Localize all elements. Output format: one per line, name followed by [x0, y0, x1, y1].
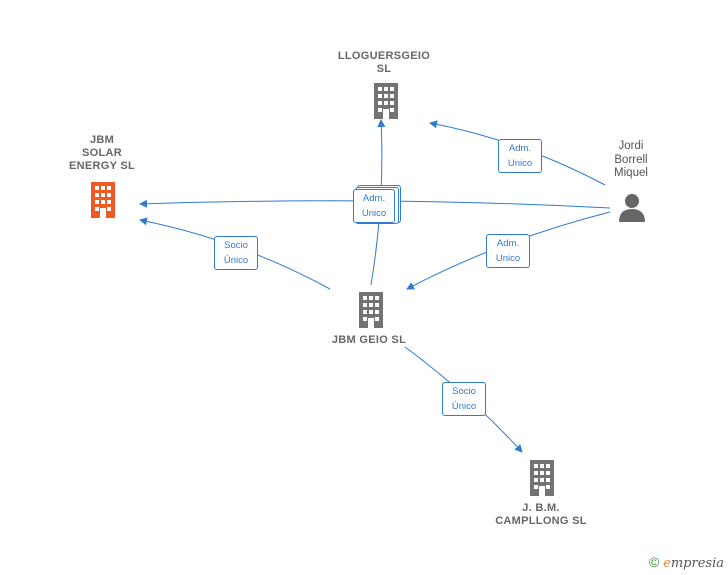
label-line: SL — [376, 63, 392, 75]
edge-label-adm-center[interactable]: Adm. Unico — [353, 189, 395, 223]
label-line: J. B.M. — [522, 502, 560, 514]
edge-label-line: Único — [223, 255, 249, 266]
node-label-jbm-geio: JBM GEIO SL — [316, 334, 422, 347]
label-line: LLOGUERSGEIO — [337, 50, 431, 62]
building-icon[interactable] — [526, 460, 558, 496]
edge-label-line: Socio — [224, 240, 248, 251]
building-icon[interactable] — [87, 182, 119, 218]
building-icon[interactable] — [355, 292, 387, 328]
copyright-footer: ©empresia — [649, 554, 724, 571]
node-label-jordi: Jordi Borrell Miquel — [596, 140, 666, 181]
label-line: Miquel — [614, 167, 648, 179]
label-line: SOLAR — [82, 147, 122, 159]
brand-first-letter: e — [663, 556, 671, 571]
label-line: JBM — [89, 134, 115, 146]
edge-label-line: Unico — [361, 208, 387, 219]
edge-label-line: Adm. — [362, 193, 386, 204]
edge-label-adm-right[interactable]: Adm. Unico — [486, 234, 530, 268]
brand-rest: mpresia — [670, 556, 724, 571]
building-icon[interactable] — [370, 83, 402, 119]
node-label-jbm-camplong: J. B.M. CAMPLLONG SL — [482, 502, 600, 528]
person-icon[interactable] — [617, 192, 647, 222]
edge-label-socio-left[interactable]: Socio Único — [214, 236, 258, 270]
edge-label-line: Adm. — [508, 143, 532, 154]
edge-label-line: Unico — [507, 158, 533, 169]
label-line: Borrell — [614, 153, 648, 166]
edge-label-adm-top[interactable]: Adm. Unico — [498, 139, 542, 173]
label-line: Jordi — [618, 140, 644, 152]
label-line: JBM GEIO SL — [331, 334, 407, 346]
edge-label-socio-bottom[interactable]: Socio Único — [442, 382, 486, 416]
node-label-jbm-solar: JBM SOLAR ENERGY SL — [50, 134, 154, 173]
edge-label-line: Único — [451, 401, 477, 412]
label-line: CAMPLLONG SL — [495, 515, 587, 527]
edge-label-line: Unico — [495, 253, 521, 264]
brand-logo[interactable]: empresia — [663, 556, 724, 571]
edge-label-line: Adm. — [496, 238, 520, 249]
copyright-icon: © — [648, 554, 660, 570]
node-label-lloguersgeio: LLOGUERSGEIO SL — [326, 50, 442, 76]
edge-label-line: Socio — [452, 386, 476, 397]
label-line: ENERGY SL — [68, 160, 136, 172]
